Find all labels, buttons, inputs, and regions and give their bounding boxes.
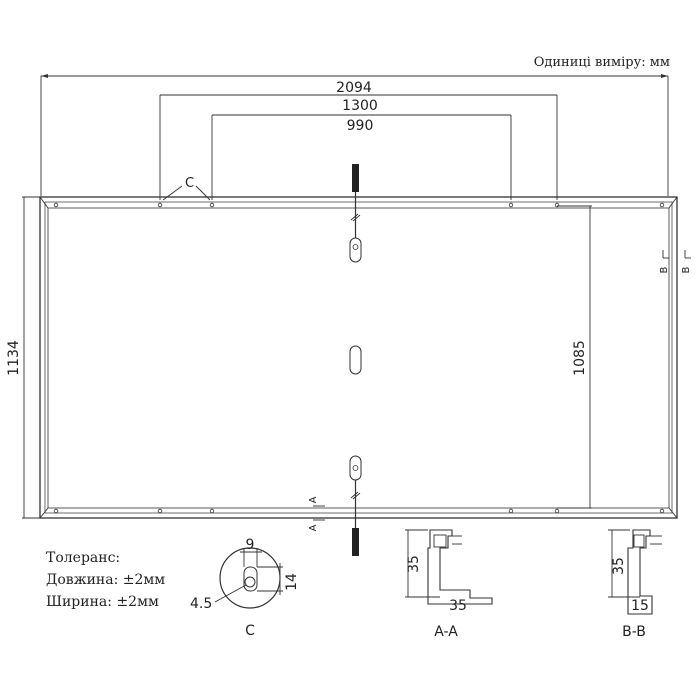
junction-box-cables: [349, 164, 362, 556]
tolerance-length: Довжина: ±2мм: [46, 572, 166, 588]
section-a-a-height-value: 35: [406, 555, 422, 573]
overall-length-value: 2094: [336, 80, 372, 96]
hole-callout-label: C: [185, 176, 194, 191]
section-a-marker: A: [308, 524, 319, 531]
overall-length-dimension: 2094: [40, 74, 669, 196]
hole-spacing-outer-value: 1300: [342, 98, 378, 114]
tolerance-title: Толеранс:: [46, 550, 121, 566]
section-b-b-base-value: 15: [631, 598, 649, 614]
hole-spacing-vertical-dimension: 1085: [557, 205, 592, 509]
detail-c-diameter-value: 4.5: [190, 596, 212, 612]
panel-frame: [39, 196, 678, 519]
overall-width-dimension: 1134: [6, 196, 40, 519]
hole-spacing-vertical-value: 1085: [572, 340, 588, 376]
detail-c-width-value: 9: [246, 537, 255, 553]
hole-spacing-inner-dimension: 990: [211, 114, 512, 200]
section-a-a: 35 35 A-A: [405, 529, 493, 640]
section-b-marker: B: [681, 266, 692, 273]
section-b-b-caption: B-B: [622, 624, 646, 640]
detail-c: 9 14 4.5 C: [190, 537, 300, 639]
detail-c-caption: C: [245, 623, 255, 639]
section-b-b-height-value: 35: [611, 557, 627, 575]
section-b-marker: B: [659, 266, 670, 273]
section-a-markers: A A: [308, 496, 325, 531]
section-a-a-caption: A-A: [434, 624, 458, 640]
hole-callout: C: [162, 176, 211, 201]
hole-spacing-inner-value: 990: [347, 118, 374, 134]
section-b-b: 35 15 B-B: [608, 529, 662, 640]
tolerance-width: Ширина: ±2мм: [46, 594, 159, 610]
section-a-marker: A: [308, 496, 319, 503]
overall-width-value: 1134: [6, 340, 22, 376]
detail-c-height-value: 14: [284, 573, 300, 591]
units-label: Одиниці виміру: мм: [533, 55, 670, 70]
section-b-markers: B B: [659, 250, 692, 273]
hole-spacing-outer-dimension: 1300: [159, 94, 558, 200]
section-a-a-base-value: 35: [449, 598, 467, 614]
